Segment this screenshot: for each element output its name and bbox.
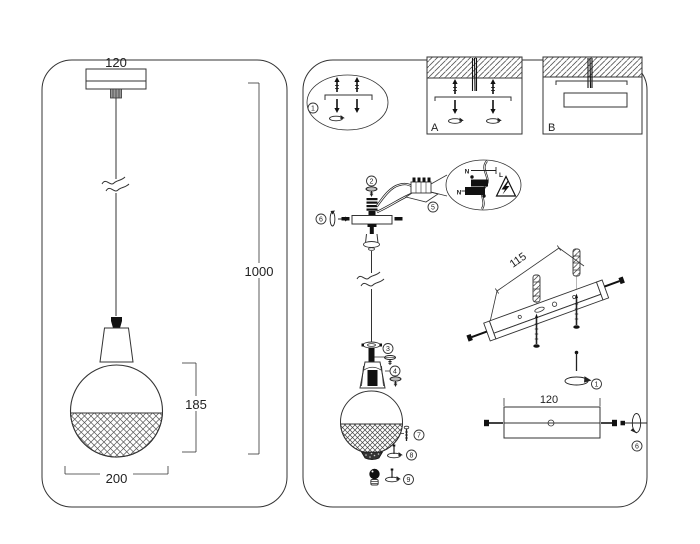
shade-retaining-ring	[361, 341, 382, 349]
mesh-shade-lower	[70, 412, 163, 458]
mains-wire	[471, 57, 478, 92]
wire-label-live: L	[499, 172, 503, 179]
dim-shade-diameter-label: 200	[106, 471, 128, 486]
glass-shade-front	[69, 364, 164, 458]
svg-text:2: 2	[370, 179, 374, 186]
pendant-cable	[356, 251, 385, 342]
step-6-badge: 6	[315, 213, 327, 225]
screw-icon	[384, 355, 396, 366]
canopy-outline	[563, 92, 628, 108]
cable-break-icon	[101, 176, 126, 185]
wire-label-neutral-top: N	[465, 169, 470, 176]
svg-text:1: 1	[595, 382, 599, 389]
step-8-badge: 8	[406, 449, 417, 461]
step-1-badge: 1	[591, 378, 602, 390]
step-1-badge: 1	[307, 102, 319, 114]
canopy-mounting-bar: 6	[315, 210, 403, 234]
canopy-front-view	[85, 68, 147, 99]
left-panel: 120 1000	[41, 55, 288, 508]
suspension-cable	[101, 98, 130, 316]
screw-icon	[365, 186, 378, 197]
svg-text:8: 8	[410, 453, 414, 460]
strain-relief-stack	[366, 198, 378, 216]
dim-shade-height: 185	[180, 362, 212, 453]
step-3-badge: 3	[382, 343, 394, 354]
step-7-badge: 7	[413, 429, 425, 441]
step-4-badge: 4	[389, 365, 401, 377]
canopy-side-view: 120 6	[484, 394, 647, 452]
wall-plug	[532, 274, 541, 303]
cord-grip	[363, 233, 380, 251]
step-9-badge: 9	[403, 474, 414, 485]
mains-wire	[587, 57, 593, 89]
wire-label-neutral-bottom: N	[457, 190, 462, 197]
socket-cone	[99, 317, 134, 363]
svg-text:6: 6	[319, 217, 323, 224]
dim-bracket-holes-label: 115	[508, 251, 529, 271]
detail-a-label: A	[431, 122, 439, 134]
side-screw	[394, 217, 403, 221]
svg-text:6: 6	[635, 444, 639, 451]
rotate-icon	[384, 467, 402, 483]
step1-bubble: 1	[306, 74, 389, 131]
side-screw	[604, 280, 620, 288]
step-2-badge: 2	[366, 175, 377, 187]
screw-down-icon	[333, 98, 341, 114]
dim-overall-height: 1000	[242, 82, 277, 455]
bracket-channel	[466, 276, 625, 342]
wiring-detail-bubble: N L N	[430, 159, 522, 211]
turn-screw-step1	[564, 350, 592, 386]
shade-fixing-screw	[401, 425, 410, 441]
rotate-icon	[620, 413, 647, 434]
side-screw	[484, 419, 503, 427]
mounting-detail-b: B	[542, 56, 643, 135]
step-6-badge: 6	[631, 440, 643, 452]
dim-canopy-width-label: 120	[105, 55, 127, 70]
svg-text:9: 9	[407, 477, 411, 484]
wall-plug	[572, 248, 581, 277]
svg-text:1: 1	[311, 106, 315, 113]
screw-up-icon	[333, 76, 341, 93]
dim-shade-height-label: 185	[185, 397, 207, 412]
rotate-icon	[329, 114, 346, 122]
left-panel-border	[41, 59, 288, 508]
dim-canopy-width-label: 120	[540, 394, 558, 406]
detail-b-label: B	[548, 122, 555, 134]
side-screw	[601, 419, 617, 427]
screw-down-icon	[353, 98, 361, 114]
screw-icon	[389, 376, 402, 387]
svg-text:4: 4	[393, 369, 397, 376]
dim-shade-diameter: 200	[64, 466, 169, 486]
high-voltage-warning-icon	[495, 175, 517, 197]
mounting-detail-a: A	[426, 56, 523, 135]
step-5-badge: 5	[427, 201, 439, 213]
side-screw	[341, 217, 350, 221]
light-bulb-icon	[369, 468, 380, 486]
right-panel: 1 A B	[302, 56, 648, 508]
svg-text:7: 7	[417, 433, 421, 440]
dim-overall-height-label: 1000	[245, 264, 274, 279]
screw-up-icon	[353, 76, 361, 93]
side-screw	[471, 330, 488, 338]
svg-text:5: 5	[431, 205, 435, 212]
mounting-screw	[573, 293, 580, 329]
lamp-socket	[359, 348, 386, 389]
cable-break-icon	[356, 271, 381, 280]
terminal-block	[404, 177, 440, 203]
mounting-screw	[533, 313, 540, 348]
glass-shade-assembly	[340, 390, 403, 454]
assembly-column: 2	[315, 159, 522, 486]
mesh-shade-lower	[340, 423, 403, 454]
svg-text:3: 3	[386, 346, 390, 353]
diffuser-cap	[360, 451, 384, 460]
mounting-bracket-perspective: 115	[466, 245, 625, 390]
